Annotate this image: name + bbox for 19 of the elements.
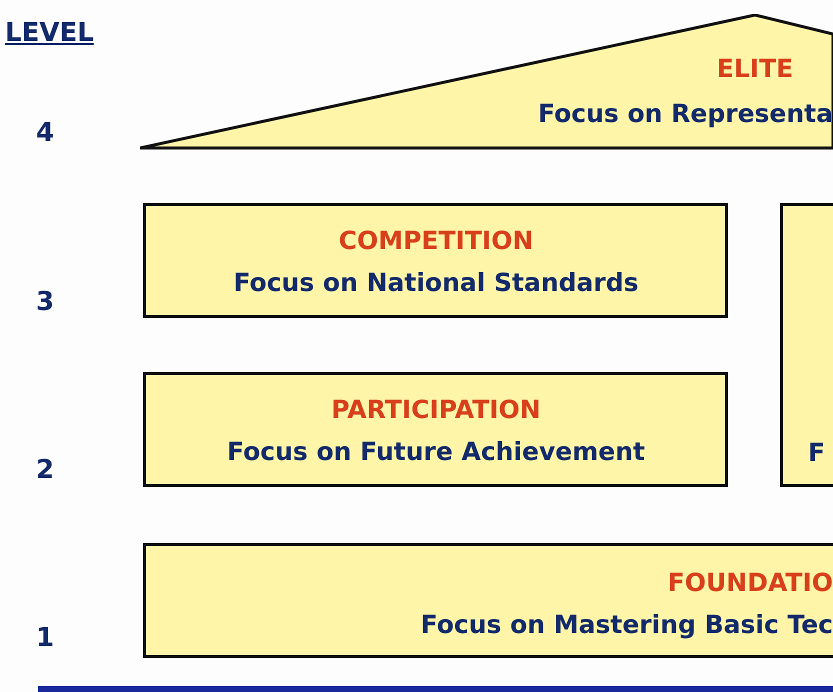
level-number: 2 xyxy=(36,455,54,485)
focus-text: Focus on National Standards xyxy=(233,268,639,298)
level-title: FOUNDATIO xyxy=(668,568,833,598)
level-box xyxy=(143,203,728,318)
focus-text: Focus on Representa xyxy=(538,99,833,129)
level-box xyxy=(143,543,833,658)
focus-text: Focus on Future Achievement xyxy=(227,437,645,467)
level-box xyxy=(780,203,833,487)
roof-triangle xyxy=(140,14,833,150)
level-number: 3 xyxy=(36,287,54,317)
focus-text: Focus on Mastering Basic Tec xyxy=(420,610,833,640)
focus-text: F xyxy=(808,438,826,468)
level-number: 1 xyxy=(36,623,54,653)
level-title: PARTICIPATION xyxy=(331,395,541,425)
axis-heading: LEVEL xyxy=(5,18,94,48)
level-title: ELITE xyxy=(716,54,794,84)
level-number: 4 xyxy=(36,118,54,148)
level-box xyxy=(143,372,728,487)
level-title: COMPETITION xyxy=(338,226,534,256)
